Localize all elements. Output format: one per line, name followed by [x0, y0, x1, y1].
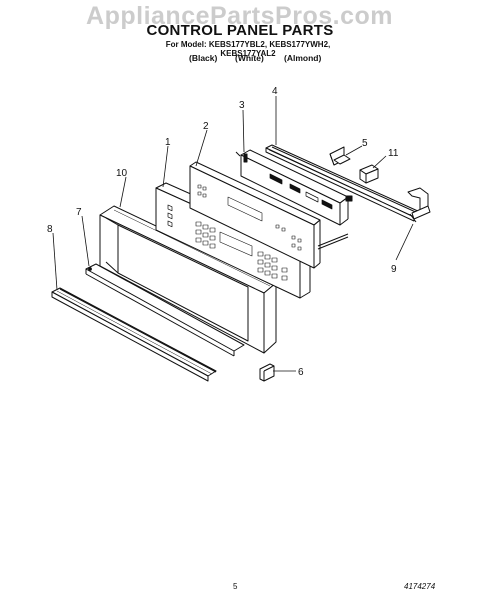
page-title: CONTROL PANEL PARTS: [146, 22, 334, 39]
model-list: For Model: KEBS177YBL2, KEBS177YWH2, KEB…: [165, 40, 331, 58]
leader-lines: [52, 96, 414, 372]
callout-5: 5: [362, 138, 368, 149]
callout-8: 8: [47, 224, 53, 235]
part-8-trim-strip: [51, 287, 217, 382]
color-black: (Black): [189, 53, 218, 63]
callout-10: 10: [116, 168, 128, 179]
part-9-side-bracket: [407, 187, 431, 223]
callout-7: 7: [76, 207, 82, 218]
color-almond: (Almond): [284, 53, 322, 63]
part-7-spacer-strip: [85, 263, 245, 357]
watermark: AppliancePartsPros.com: [86, 2, 393, 30]
part-2-circuit-board: [189, 161, 349, 269]
part-11-clip: [359, 164, 379, 184]
part-10-panel-frame: [99, 205, 277, 354]
callout-2: 2: [203, 121, 209, 132]
callout-1: 1: [165, 137, 171, 148]
callout-3: 3: [239, 100, 245, 111]
callout-4: 4: [272, 86, 278, 97]
callout-11: 11: [388, 148, 399, 159]
part-5-bracket-clip: [329, 146, 351, 166]
page-number: 5: [233, 582, 238, 591]
document-number: 4174274: [404, 582, 436, 591]
part-6-end-cap: [259, 363, 275, 382]
callout-6: 6: [298, 367, 304, 378]
color-white: (White): [235, 53, 264, 63]
callout-9: 9: [391, 264, 397, 275]
